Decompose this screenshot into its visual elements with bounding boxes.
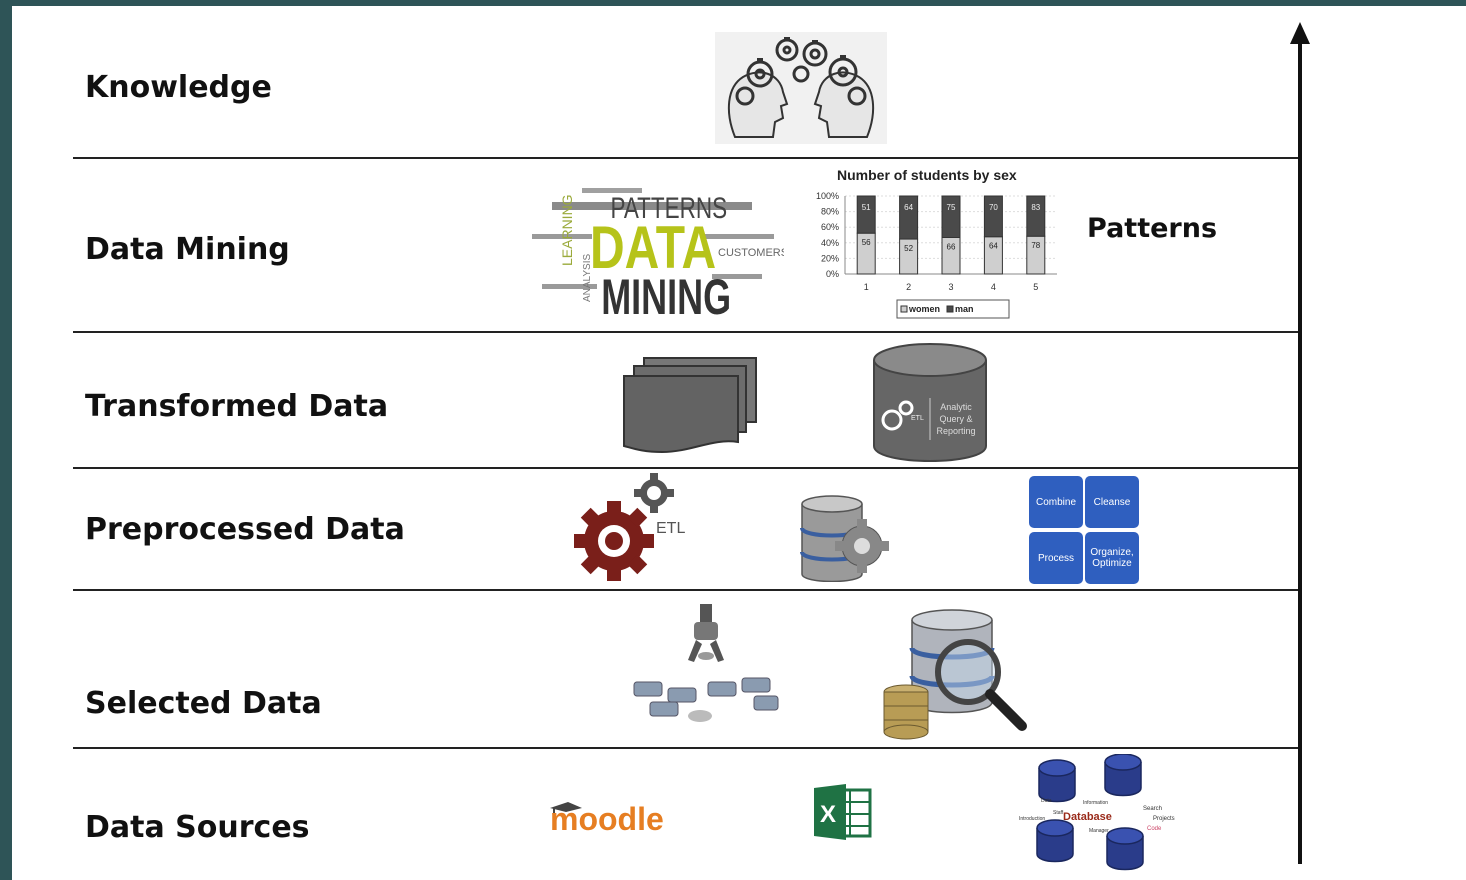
bar-man	[1026, 195, 1046, 237]
chart-title: Number of students by sex	[837, 167, 1017, 183]
bar-man	[899, 195, 919, 240]
data-label-women: 56	[862, 238, 871, 247]
layer-divider	[73, 157, 1300, 159]
database-gear-icon	[800, 495, 889, 582]
moodle-logo-icon: moodle	[550, 801, 664, 837]
documents-stack-icon	[623, 357, 757, 454]
diagram-canvas: Knowledge Data Mining Transformed Data P…	[12, 6, 1466, 880]
layer-label-data-sources: Data Sources	[85, 810, 310, 845]
robot-claw-selection-icon	[633, 604, 779, 722]
cluster-word: Introduction	[1019, 816, 1045, 822]
layer-divider	[73, 747, 1300, 749]
word-cloud-word: LEARNING	[559, 194, 575, 266]
preprocess-tiles-grid: Combine Cleanse Process Organize, Optimi…	[1029, 476, 1141, 586]
word-cloud-word: ANALYSIS	[582, 254, 593, 302]
x-tick-label: 5	[1033, 282, 1038, 292]
data-label-man: 64	[904, 203, 913, 212]
layer-label-transformed-data: Transformed Data	[85, 389, 389, 424]
y-tick-label: 20%	[821, 253, 839, 263]
legend-label-man: man	[955, 304, 974, 314]
x-tick-label: 4	[991, 282, 996, 292]
db-text: Query &	[939, 414, 972, 424]
layer-label-preprocessed-data: Preprocessed Data	[85, 512, 405, 547]
word-cloud-word: MINING	[601, 270, 731, 319]
cluster-word: Search	[1143, 806, 1162, 812]
data-label-women: 52	[904, 244, 913, 253]
legend-swatch-women	[900, 305, 908, 313]
patterns-label: Patterns	[1087, 213, 1218, 244]
db-text: Reporting	[936, 426, 975, 436]
tile-cleanse: Cleanse	[1085, 476, 1139, 528]
y-tick-label: 0%	[826, 269, 839, 279]
database-search-icon	[883, 609, 1027, 740]
db-text: Analytic	[940, 402, 972, 412]
tile-organize-optimize: Organize, Optimize	[1085, 532, 1139, 584]
data-label-man: 51	[862, 203, 871, 212]
cluster-word: Code	[1147, 826, 1162, 832]
x-tick-label: 1	[864, 282, 869, 292]
tile-combine: Combine	[1029, 476, 1083, 528]
cluster-word: Projects	[1153, 816, 1175, 822]
thinking-heads-icon	[715, 32, 887, 144]
y-tick-label: 100%	[816, 191, 839, 201]
bar-man	[856, 195, 876, 234]
data-label-man: 75	[947, 203, 956, 212]
data-label-man: 83	[1031, 203, 1040, 212]
legend-swatch-man	[946, 305, 954, 313]
y-tick-label: 60%	[821, 222, 839, 232]
x-tick-label: 3	[948, 282, 953, 292]
cluster-word: Database	[1063, 811, 1112, 823]
etl-label: ETL	[656, 520, 685, 537]
layer-label-knowledge: Knowledge	[85, 70, 272, 105]
bar-man	[941, 195, 961, 238]
cluster-word: Manager	[1089, 828, 1109, 834]
analytic-database-icon: ETL Analytic Query & Reporting	[873, 343, 987, 462]
data-label-women: 78	[1031, 241, 1040, 250]
layer-divider	[73, 467, 1300, 469]
database-cluster-icon: Database Data Information Search Project…	[1019, 754, 1175, 871]
layer-divider	[73, 589, 1300, 591]
word-cloud-word: PATTERNS	[611, 191, 728, 225]
moodle-text: moodle	[550, 801, 664, 837]
excel-logo-icon: X	[814, 784, 872, 840]
y-tick-label: 40%	[821, 238, 839, 248]
data-label-women: 66	[947, 242, 956, 251]
y-tick-label: 80%	[821, 207, 839, 217]
legend-label-women: women	[908, 304, 940, 314]
hierarchy-arrow-icon	[1290, 22, 1310, 864]
bar-man	[983, 195, 1003, 238]
x-tick-label: 2	[906, 282, 911, 292]
excel-x-text: X	[820, 801, 836, 828]
data-label-man: 70	[989, 203, 998, 212]
etl-gears-icon: ETL	[574, 473, 685, 581]
layer-label-selected-data: Selected Data	[85, 686, 322, 721]
cluster-word: Staff	[1053, 810, 1064, 816]
cluster-word: Information	[1083, 800, 1108, 806]
layer-divider	[73, 331, 1300, 333]
word-cloud-word: DATA	[590, 214, 716, 281]
tile-process: Process	[1029, 532, 1083, 584]
word-cloud-word: CUSTOMERS	[718, 247, 784, 259]
students-by-sex-chart: Number of students by sex 100%80%60%40%2…	[816, 167, 1057, 319]
db-gear-text: ETL	[911, 415, 924, 422]
layer-label-data-mining: Data Mining	[85, 232, 290, 267]
data-mining-word-cloud-icon: PATTERNS DATA MINING LEARNING CUSTOMERS …	[532, 188, 784, 319]
data-label-women: 64	[989, 242, 998, 251]
cluster-word: Data	[1041, 798, 1052, 804]
